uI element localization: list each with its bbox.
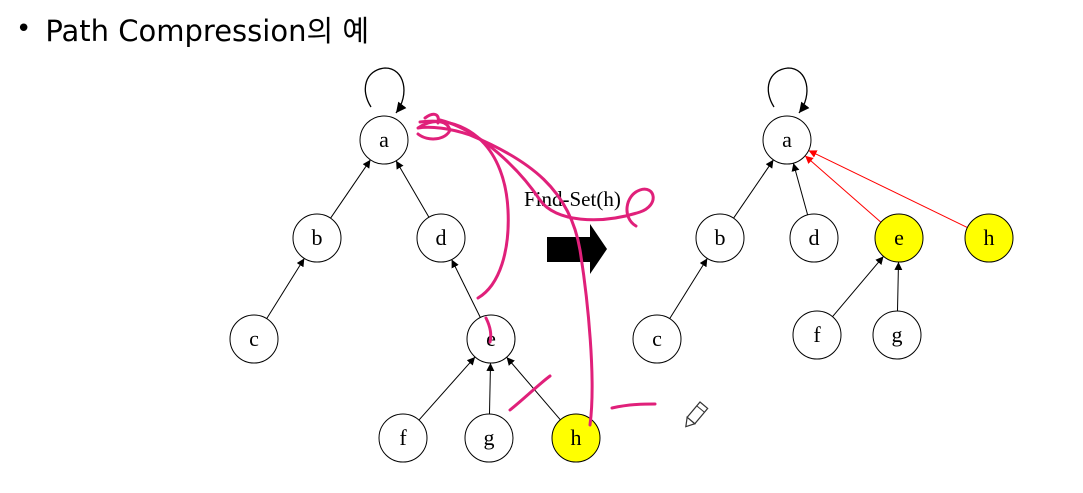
after-node-a: a [762,115,812,165]
before-node-c-circle [229,314,279,364]
after-node-f-circle [792,310,842,360]
after-tree: a b d e h c f g [632,67,1014,364]
before-node-c: c [229,314,279,364]
after-node-b-label: b [715,225,726,250]
before-node-g: g [464,413,514,463]
after-compressed-edge-0 [804,155,882,223]
annotation-stroke-path [416,120,594,427]
after-node-f-label: f [813,322,821,347]
before-parent-edge-2 [266,258,305,319]
after-parent-edge-1 [791,163,809,215]
root-self-loop-after [767,67,810,114]
after-node-g: g [872,310,922,360]
after-compressed-edge-1 [808,150,968,228]
after-node-c-label: c [652,326,662,351]
after-node-d-circle [789,213,839,263]
before-node-h-circle [551,413,601,463]
after-node-h-label: h [984,225,995,250]
after-node-d-label: d [809,225,820,250]
title-text: Path Compression의 예 [45,14,370,48]
before-node-b-circle [292,213,342,263]
after-parent-edge-4 [894,261,903,312]
before-node-h-label: h [571,425,582,450]
after-node-b: b [695,213,745,263]
after-node-b-circle [695,213,745,263]
after-node-c-circle [632,314,682,364]
before-node-g-circle [464,413,514,463]
after-node-h: h [964,213,1014,263]
before-node-f-label: f [399,425,407,450]
before-node-a-circle [359,115,409,165]
before-node-a: a [359,115,409,165]
after-node-e-circle [874,213,924,263]
after-node-c: c [632,314,682,364]
before-parent-edge-4 [418,356,476,421]
before-node-b: b [292,213,342,263]
after-node-e-label: e [894,225,904,250]
annotation-stroke-h [610,402,657,410]
after-parent-edge-0 [733,159,774,219]
before-node-b-label: b [312,225,323,250]
after-node-g-circle [872,310,922,360]
right-arrow-icon [547,224,607,274]
annotation-stroke-e [484,316,493,344]
before-node-a-label: a [379,127,389,152]
after-parent-edge-3 [832,256,884,317]
after-node-a-circle [762,115,812,165]
before-parent-edge-1 [395,160,430,218]
annotation-stroke-top [423,112,440,125]
after-node-g-label: g [892,322,903,347]
before-node-f: f [378,413,428,463]
before-node-d-label: d [436,225,447,250]
before-node-c-label: c [249,326,259,351]
before-edges [266,159,561,421]
before-node-d: d [416,213,466,263]
before-node-f-circle [378,413,428,463]
after-node-d: d [789,213,839,263]
root-self-loop-before [364,67,407,114]
before-node-h: h [551,413,601,463]
before-node-g-label: g [484,425,495,450]
after-node-h-circle [964,213,1014,263]
handwritten-annotations [416,112,657,427]
annotation-stroke-g [508,374,552,412]
before-parent-edge-0 [330,159,371,219]
annotation-stroke-tail [438,118,655,228]
before-parent-edge-3 [451,259,481,318]
before-node-d-circle [416,213,466,263]
before-parent-edge-5 [486,362,495,415]
slide-title: • Path Compression의 예 [16,8,369,50]
after-parent-edge-2 [669,258,708,319]
after-nodes: a b d e h c f g [632,115,1014,364]
after-node-f: f [792,310,842,360]
pencil-cursor-icon [685,401,709,428]
after-node-e: e [874,213,924,263]
after-node-a-label: a [782,127,792,152]
bullet-icon: • [16,14,32,44]
after-edges [669,150,968,319]
